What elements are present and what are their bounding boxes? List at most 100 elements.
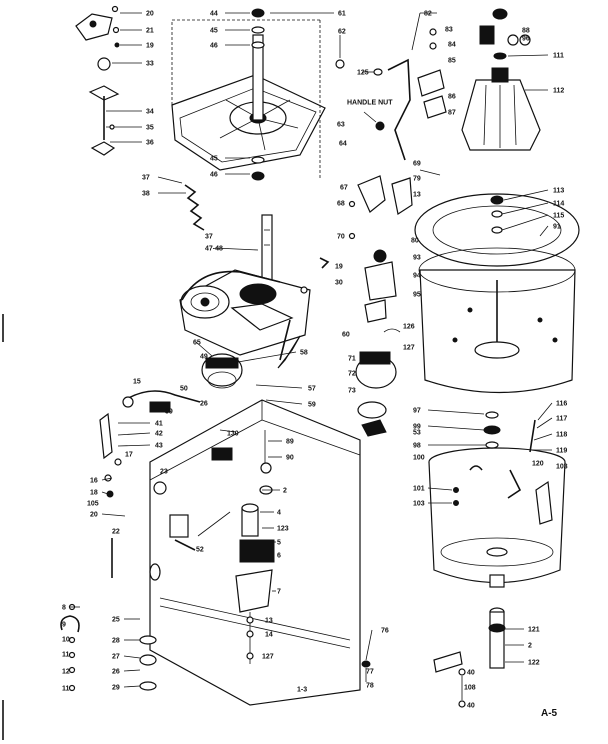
callout-30: 30 [335, 280, 343, 287]
seal-part [483, 425, 501, 435]
callout-12: 12 [62, 669, 70, 676]
callout-85: 85 [448, 58, 456, 65]
callout-72: 72 [348, 371, 356, 378]
callout-80: 80 [411, 238, 419, 245]
callout-11: 11 [62, 652, 70, 659]
callout-36: 36 [146, 140, 154, 147]
callout-50: 50 [180, 386, 188, 393]
callout-124: 124 [494, 11, 506, 18]
callout-60: 60 [342, 332, 350, 339]
page-label: A-5 [541, 708, 558, 719]
bracket-85 [417, 69, 445, 97]
callout-114: 114 [553, 201, 564, 208]
callout-84: 84 [448, 42, 456, 49]
switch-part [211, 447, 233, 461]
callout-96: 96 [522, 36, 530, 43]
bracket-a [357, 175, 386, 213]
callout-120: 120 [532, 461, 544, 468]
callout-26: 26 [200, 401, 208, 408]
callout-63: 63 [337, 122, 345, 129]
callout-41: 41 [155, 421, 163, 428]
callout-53: 53 [413, 430, 421, 437]
callout-handle-nut: HANDLE NUT [347, 100, 393, 107]
callout-59: 59 [308, 402, 316, 409]
pump-motor-71-73 [355, 351, 397, 437]
callout-2: 2 [283, 488, 287, 495]
agitator-part [461, 79, 541, 151]
callout-6: 6 [277, 553, 281, 560]
bracket-b [391, 177, 413, 215]
callout-115: 115 [553, 213, 564, 220]
callout-73: 73 [348, 388, 356, 395]
callout-91: 91 [553, 224, 561, 231]
agitator-assembly [461, 8, 549, 151]
callout-20: 20 [146, 11, 154, 18]
plate-part-lower [90, 141, 116, 156]
pump-stack [235, 485, 280, 664]
transmission-assembly [179, 214, 311, 369]
callout-123: 123 [277, 526, 289, 533]
hose-parts [99, 390, 201, 578]
callout-13: 13 [413, 192, 421, 199]
callout-61: 61 [338, 11, 346, 18]
belt-part [181, 270, 281, 301]
plate-part [88, 85, 120, 101]
pipe-part [489, 611, 505, 669]
pump-housing [239, 539, 275, 563]
callout-64: 64 [339, 141, 347, 148]
callout-46: 46 [210, 43, 218, 50]
callout-68: 68 [337, 201, 345, 208]
callout-40: 40 [467, 670, 475, 677]
screw-part [111, 5, 119, 13]
leveling-foot [361, 629, 373, 682]
callout-93: 93 [413, 255, 421, 262]
outer-tub-assembly [427, 402, 566, 588]
callout-19: 19 [335, 264, 343, 271]
callout-67: 67 [340, 185, 348, 192]
callout-105: 105 [87, 501, 99, 508]
switch-housing [364, 261, 397, 301]
gear-part [239, 283, 277, 305]
callout-45: 45 [210, 28, 218, 35]
callout-77: 77 [366, 669, 374, 676]
callout-119: 119 [556, 448, 567, 455]
callout-labels: 202119333435363738374445464546616247-486… [62, 11, 568, 710]
callout-52: 52 [196, 547, 204, 554]
callout-38: 38 [142, 191, 150, 198]
callout-44: 44 [210, 11, 218, 18]
callout-103: 103 [413, 501, 425, 508]
callout-45: 45 [210, 156, 218, 163]
callout-33: 33 [146, 61, 154, 68]
shaft-part [252, 34, 264, 121]
callout-19: 19 [146, 43, 154, 50]
tub-assembly [414, 169, 580, 394]
drive-plate-assembly [171, 8, 345, 181]
callout-126: 126 [403, 324, 415, 331]
screw-part [112, 26, 120, 34]
pump-cover [235, 569, 273, 613]
callout-40: 40 [467, 703, 475, 710]
callout-10: 10 [62, 637, 70, 644]
clamp-part [60, 615, 80, 633]
panel-part [169, 514, 189, 538]
callout-23: 23 [160, 469, 168, 476]
callout-118: 118 [556, 432, 567, 439]
callout-97: 97 [413, 408, 421, 415]
callout-65: 65 [193, 340, 201, 347]
callout-101: 101 [413, 486, 425, 493]
callout-11: 11 [62, 686, 70, 693]
callout-71: 71 [348, 356, 356, 363]
callout-112: 112 [553, 88, 564, 95]
callout-28: 28 [112, 638, 120, 645]
callout-39: 39 [165, 409, 173, 416]
callout-70: 70 [337, 234, 345, 241]
callout-121: 121 [528, 627, 540, 634]
pump-arm [279, 319, 291, 361]
callout-100: 100 [413, 455, 425, 462]
callout-69: 69 [413, 161, 421, 168]
lower-left-small-parts [60, 603, 157, 692]
callout-15: 15 [133, 379, 141, 386]
callout-116: 116 [556, 401, 567, 408]
callout-7: 7 [277, 589, 281, 596]
ball-part [97, 57, 111, 71]
